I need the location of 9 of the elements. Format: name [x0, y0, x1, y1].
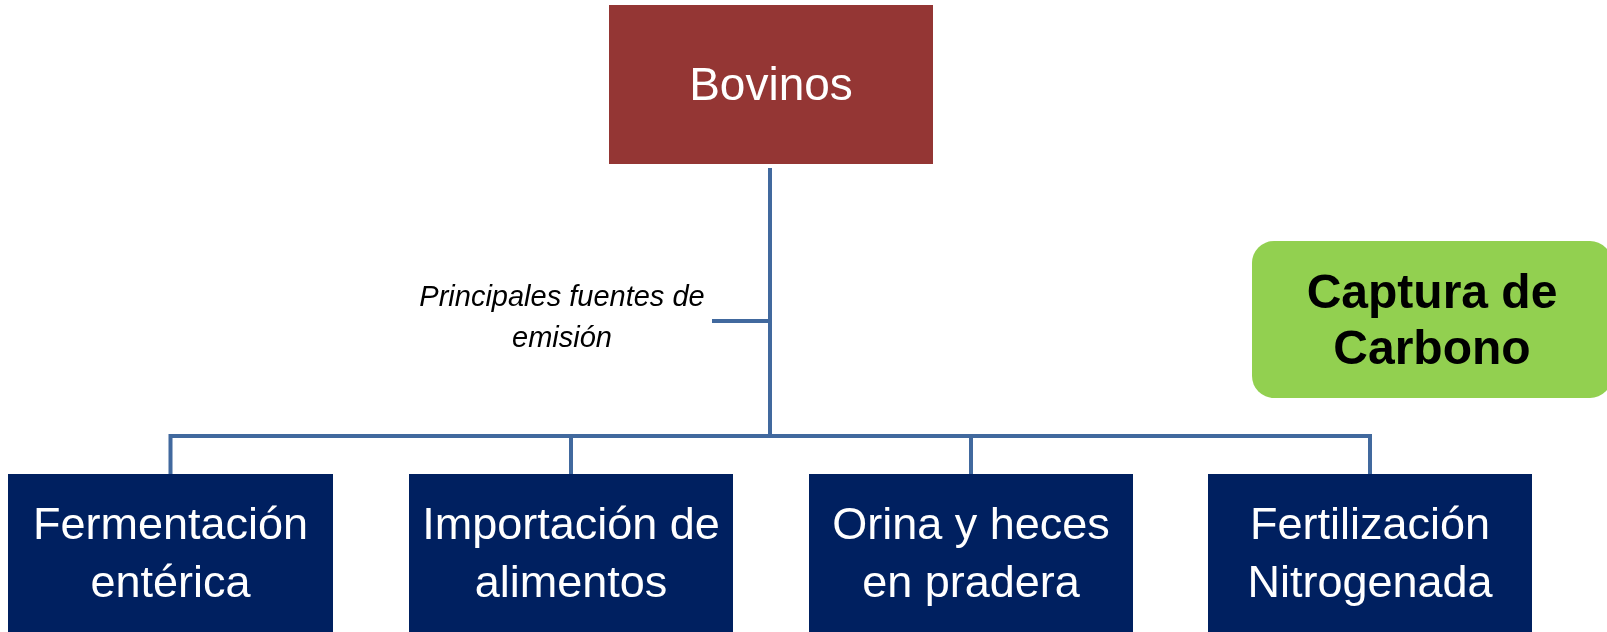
category-box: Orina y heces en pradera — [809, 474, 1133, 632]
connector-line — [768, 168, 1372, 474]
root-box: Bovinos — [609, 5, 933, 164]
annotation-text: Principales fuentes de emisión — [412, 272, 712, 362]
category-box: Fermentación entérica — [8, 474, 333, 632]
highlight-box: Captura de Carbono — [1252, 241, 1607, 398]
category-box: Importación de alimentos — [409, 474, 733, 632]
leader-line — [712, 319, 770, 323]
category-box: Fertilización Nitrogenada — [1208, 474, 1532, 632]
